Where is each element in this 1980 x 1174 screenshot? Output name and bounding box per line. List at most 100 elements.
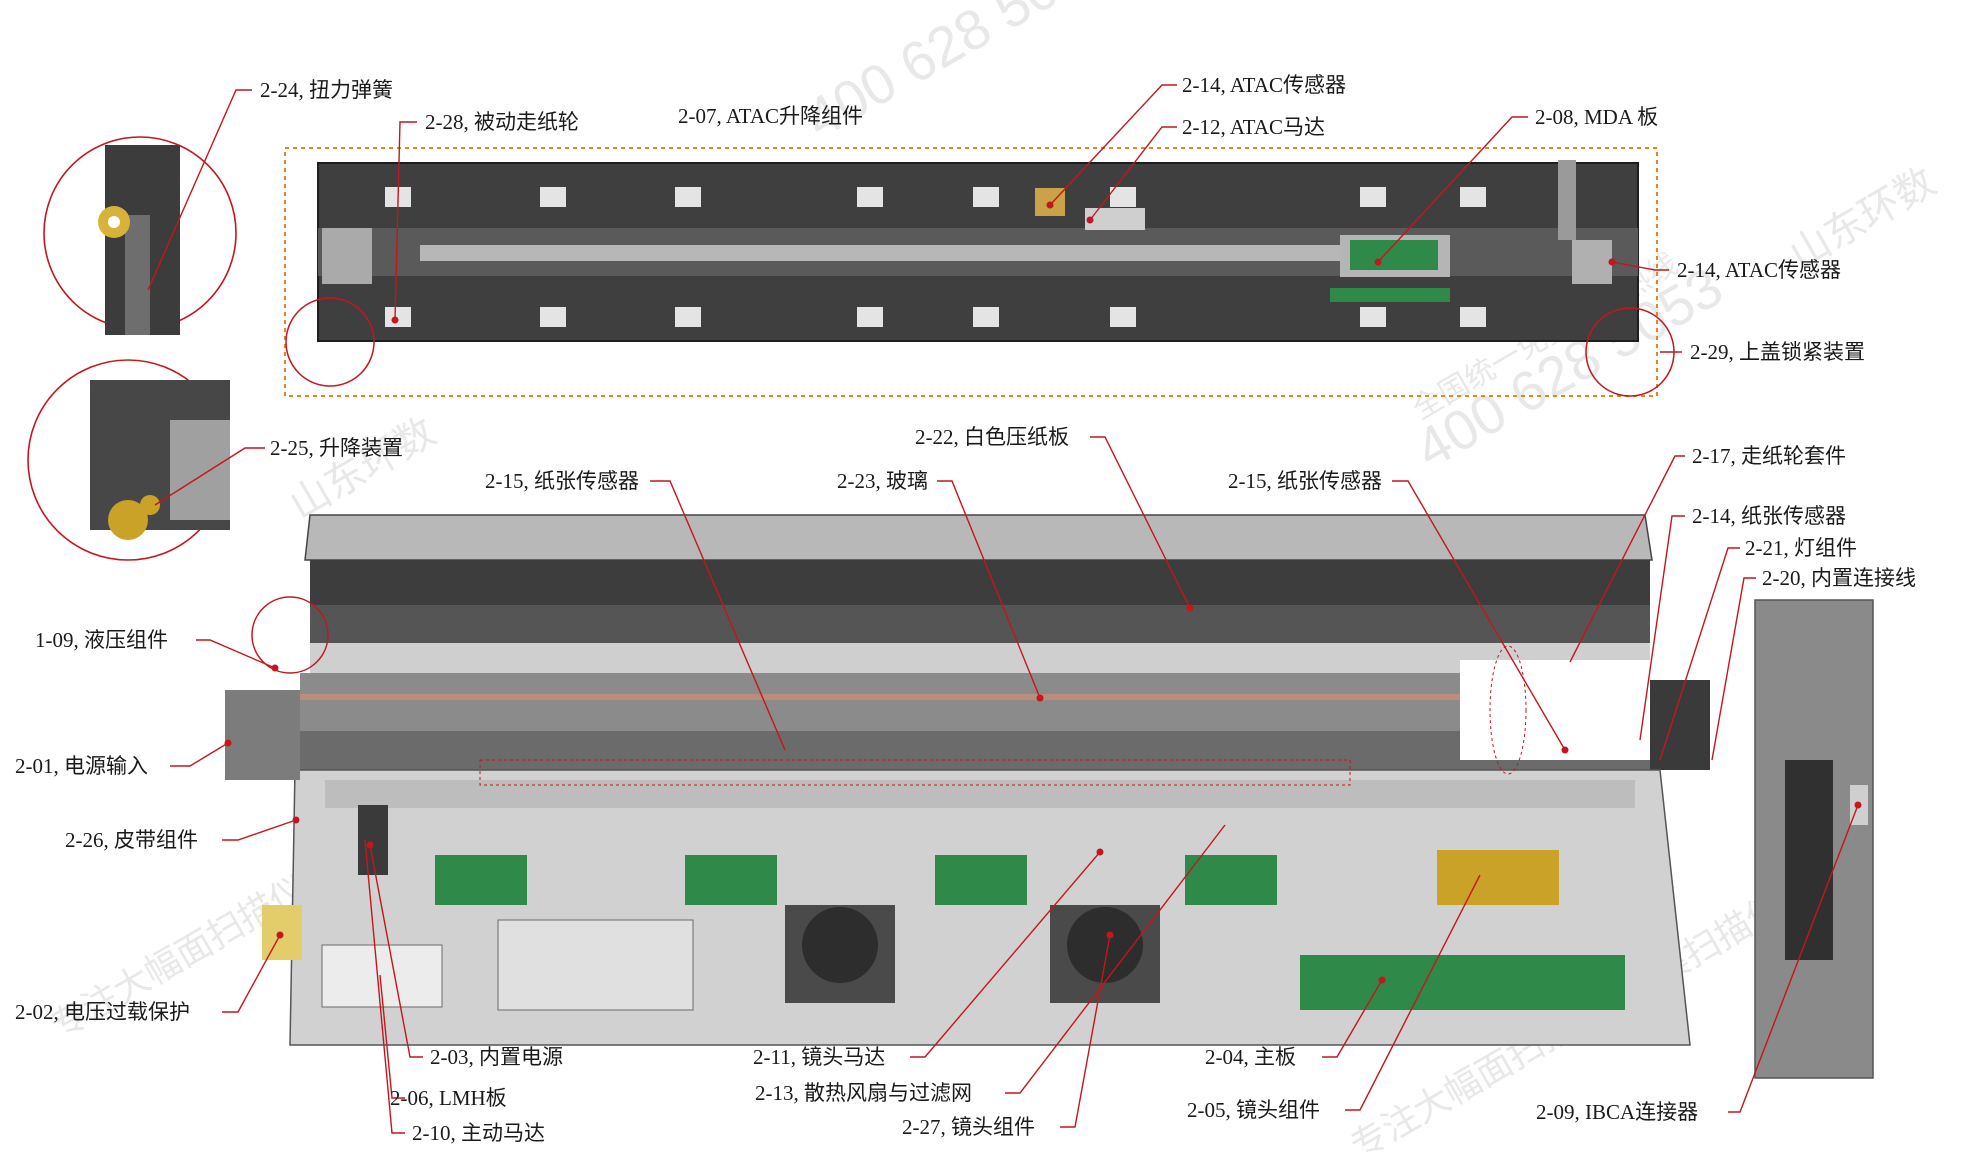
leader-2-22 [1090,436,1191,609]
roller-rail [310,643,1650,673]
upper-roller-bar [310,605,1650,643]
leader-2-17 [1569,455,1685,663]
chassis-vent-rail [325,780,1635,808]
camera-board [435,855,527,905]
leader-2-03 [369,844,423,1058]
leader-2-21 [1659,547,1740,761]
callout-label: 1-09, 液压组件 [35,628,168,652]
internal-psu [497,919,694,1011]
detail-ring-sensors [479,759,1351,786]
atac-pad [540,187,566,207]
atac-pad [540,307,566,327]
atac-left-bracket [322,228,372,284]
leader-1-09 [196,639,276,669]
cutaway-window [1460,660,1680,760]
callout-label: 2-13, 散热风扇与过滤网 [755,1081,972,1105]
leader-2-06 [379,974,405,1099]
zoom-torsion-spring [43,136,237,335]
atac-pad [973,307,999,327]
callout-label: 2-04, 主板 [1205,1045,1296,1069]
leader-2-12 [1089,126,1177,221]
callout-label: 2-24, 扭力弹簧 [260,78,393,102]
white-platen-strip [310,560,1650,605]
callout-label: 2-22, 白色压纸板 [915,425,1069,449]
atac-pad [675,307,701,327]
atac-pad [857,187,883,207]
callout-label: 2-20, 内置连接线 [1762,566,1916,590]
leader-2-14a [1049,84,1177,206]
callout-label: 2-21, 灯组件 [1745,536,1857,560]
zoom-lift-device [27,359,230,561]
leader-dot [1096,848,1104,856]
top-lid-plate [304,514,1653,561]
atac-right-post [1558,160,1576,240]
main-board [1300,955,1625,1010]
callout-label: 2-15, 纸张传感器 [1228,469,1382,493]
glass-strip [300,694,1660,700]
detail-ring-lamp [1489,645,1527,775]
left-side-block [225,690,300,780]
leader-dot [1608,258,1616,266]
leader-dot [1854,801,1862,809]
callout-label: 2-01, 电源输入 [15,754,148,778]
leader-dot [1036,694,1044,702]
callout-label: 2-09, IBCA连接器 [1536,1100,1698,1124]
zoom-side-plate [170,420,230,520]
leader-2-04 [1322,979,1383,1058]
detail-ring-left [285,297,375,387]
mda-board-strip [1330,288,1450,302]
callout-label: 2-10, 主动马达 [412,1121,545,1145]
zoom-spring-axle [108,216,120,228]
callout-label: 2-26, 皮带组件 [65,828,198,852]
camera-board [1185,855,1277,905]
cooling-fans [785,905,1160,1003]
leader-2-08 [1377,116,1528,263]
fan-rotor [802,907,878,983]
atac-lift-assembly [284,147,1675,397]
fan-rotor [1067,907,1143,983]
atac-pad [675,187,701,207]
atac-dashed-outline [284,147,1658,397]
callout-label: 2-15, 纸张传感器 [485,469,639,493]
leader-2-05 [1345,874,1481,1111]
leader-2-25 [154,447,265,506]
leader-lines [147,84,1859,1134]
leader-2-15b [1392,480,1566,751]
lens-board-gold [1437,850,1559,905]
callout-label: 2-25, 升降装置 [270,436,403,460]
callout-label: 2-14, ATAC传感器 [1182,73,1346,97]
detail-ring-hydraulic [251,596,329,674]
leader-2-27 [1060,934,1111,1128]
leader-dot [366,841,374,849]
atac-pad [1460,307,1486,327]
leader-2-14c [1639,515,1685,741]
callout-label: 2-06, LMH板 [390,1086,507,1110]
leader-2-13 [1005,824,1226,1094]
callout-label: 2-12, ATAC马达 [1182,115,1325,139]
camera-board [935,855,1027,905]
leader-2-23 [937,480,1041,699]
leader-2-11 [910,851,1101,1058]
atac-pad [1460,187,1486,207]
callout-label: 2-23, 玻璃 [837,469,928,493]
callout-labels: 2-24, 扭力弹簧 2-28, 被动走纸轮 2-07, ATAC升降组件 2-… [15,73,1916,1145]
leader-dot [224,739,232,747]
right-end-bracket [1650,680,1710,770]
leader-2-26 [222,819,297,841]
callout-label: 2-05, 镜头组件 [1187,1098,1320,1122]
leader-dot [391,316,399,324]
leader-2-09 [1728,804,1859,1113]
leader-2-24 [147,89,252,291]
control-keypad [1785,760,1833,960]
lower-roller-bar [300,731,1660,771]
atac-right-sensor-housing [1572,240,1612,284]
callout-label: 2-27, 镜头组件 [902,1115,1035,1139]
leader-dot [1378,976,1386,984]
atac-pad [857,307,883,327]
atac-pad-row [385,187,1486,327]
callout-label: 2-29, 上盖锁紧装置 [1690,340,1865,364]
main-scanner [225,514,1874,1079]
leader-dot [1186,604,1194,612]
leader-dot [276,931,284,939]
zoom-arm [125,215,150,335]
